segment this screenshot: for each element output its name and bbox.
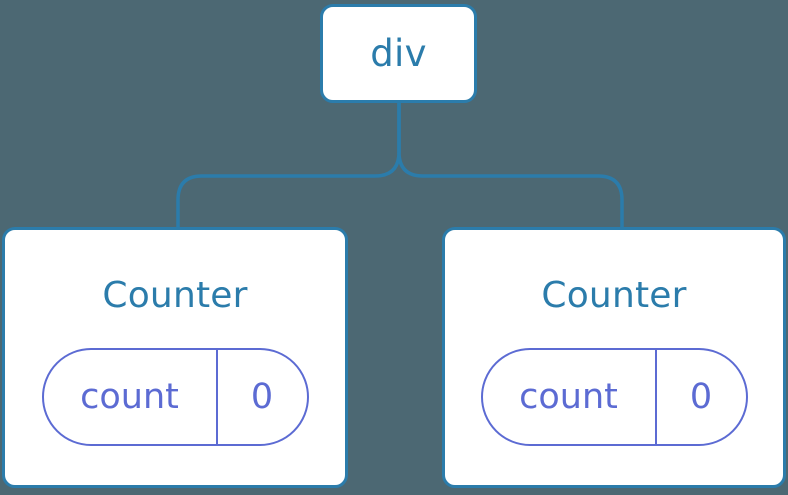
counter-left-state-pill[interactable]: count 0 (41, 348, 309, 446)
counter-left-state-value: 0 (218, 350, 307, 444)
node-div-label: div (370, 32, 427, 75)
counter-right-title: Counter (541, 275, 687, 316)
node-div[interactable]: div (320, 4, 477, 103)
node-counter-right[interactable]: Counter count 0 (442, 227, 786, 488)
counter-left-state-key-label: count (80, 376, 179, 417)
edge-div-to-counter-left (176, 103, 401, 229)
counter-left-state-value-label: 0 (250, 376, 274, 417)
counter-right-state-pill[interactable]: count 0 (480, 348, 748, 446)
counter-left-title: Counter (102, 275, 248, 316)
counter-right-state-key: count (483, 350, 657, 444)
counter-right-state-value-label: 0 (689, 376, 713, 417)
counter-right-state-value: 0 (657, 350, 746, 444)
edge-div-to-counter-right (397, 103, 624, 229)
counter-right-state-key-label: count (519, 376, 618, 417)
counter-left-state-key: count (44, 350, 218, 444)
node-counter-left[interactable]: Counter count 0 (2, 227, 348, 488)
